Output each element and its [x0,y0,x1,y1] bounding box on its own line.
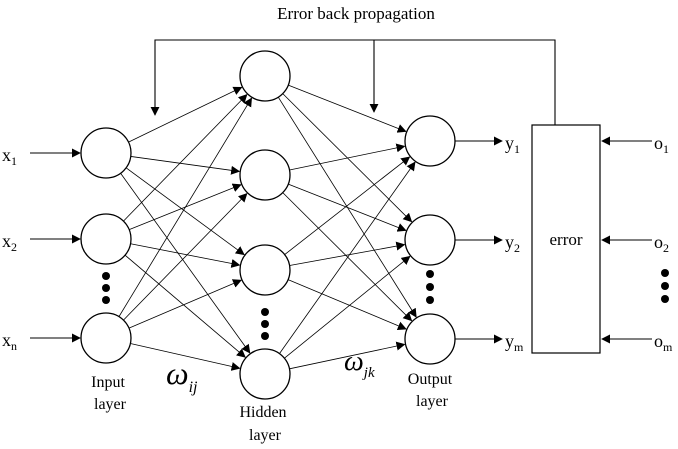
hidden-layer-label: Hidden layer [239,404,290,444]
input-arrows [30,148,81,343]
target-ellipsis-dots [661,269,669,303]
output-label-y2: y2 [505,232,520,255]
output-arrows [455,136,503,344]
target-label-o2: o2 [654,232,669,255]
input-hidden-edge [128,86,243,143]
hidden-output-edge [279,161,416,354]
hidden-node [239,348,291,400]
hidden-node [239,50,291,102]
input-hidden-edge [130,156,241,175]
output-node [404,115,456,167]
back-propagation-path [150,39,556,125]
diagram-title: Error back propagation [277,4,435,23]
input-hidden-edge [120,173,251,354]
output-node [404,313,456,365]
hidden-node [239,244,291,296]
input-hidden-edge [118,97,252,317]
input-layer-label: Input layer [91,374,129,413]
input-label-x2: x2 [2,231,17,254]
hidden-output-edge [282,192,413,322]
output-node [404,214,456,266]
hidden-output-edge [289,143,406,171]
target-label-om: om [654,331,673,354]
input-label-x1: x1 [2,145,17,168]
hidden-output-edge [289,241,406,266]
hidden-output-edge [288,183,407,232]
input-hidden-edge [123,192,248,321]
output-label-y1: y1 [505,133,520,156]
input-node [80,312,132,364]
output-layer-nodes [404,115,456,365]
hidden-ellipsis-dots [261,308,269,340]
hidden-node [239,149,291,201]
target-label-o1: o1 [654,133,669,156]
output-label-ym: ym [505,331,524,354]
connection-edges [118,84,417,371]
error-box [531,124,601,354]
input-hidden-edge [124,254,246,358]
weight-label-ij: ωij [166,355,198,396]
output-layer-label: Output layer [408,371,456,410]
hidden-output-edge [284,255,411,359]
input-node [80,127,132,179]
hidden-output-edge [284,156,411,255]
hidden-output-edge [289,341,406,370]
input-hidden-edge [130,243,241,268]
input-hidden-edge [130,343,241,371]
input-hidden-edge [123,93,248,222]
input-node [80,213,132,265]
error-box-label: error [549,230,582,249]
input-hidden-edge [125,167,245,256]
hidden-output-edge [282,93,413,223]
input-ellipsis-dots [102,272,110,304]
input-layer-nodes [80,127,132,364]
hidden-output-edge [287,279,407,330]
output-ellipsis-dots [426,270,434,304]
input-hidden-edge [128,279,242,329]
weight-label-jk: ωjk [344,346,375,381]
hidden-layer-nodes [239,50,291,400]
input-label-xn: xn [2,330,17,353]
target-arrows [601,136,652,344]
hidden-output-edge [288,84,407,133]
